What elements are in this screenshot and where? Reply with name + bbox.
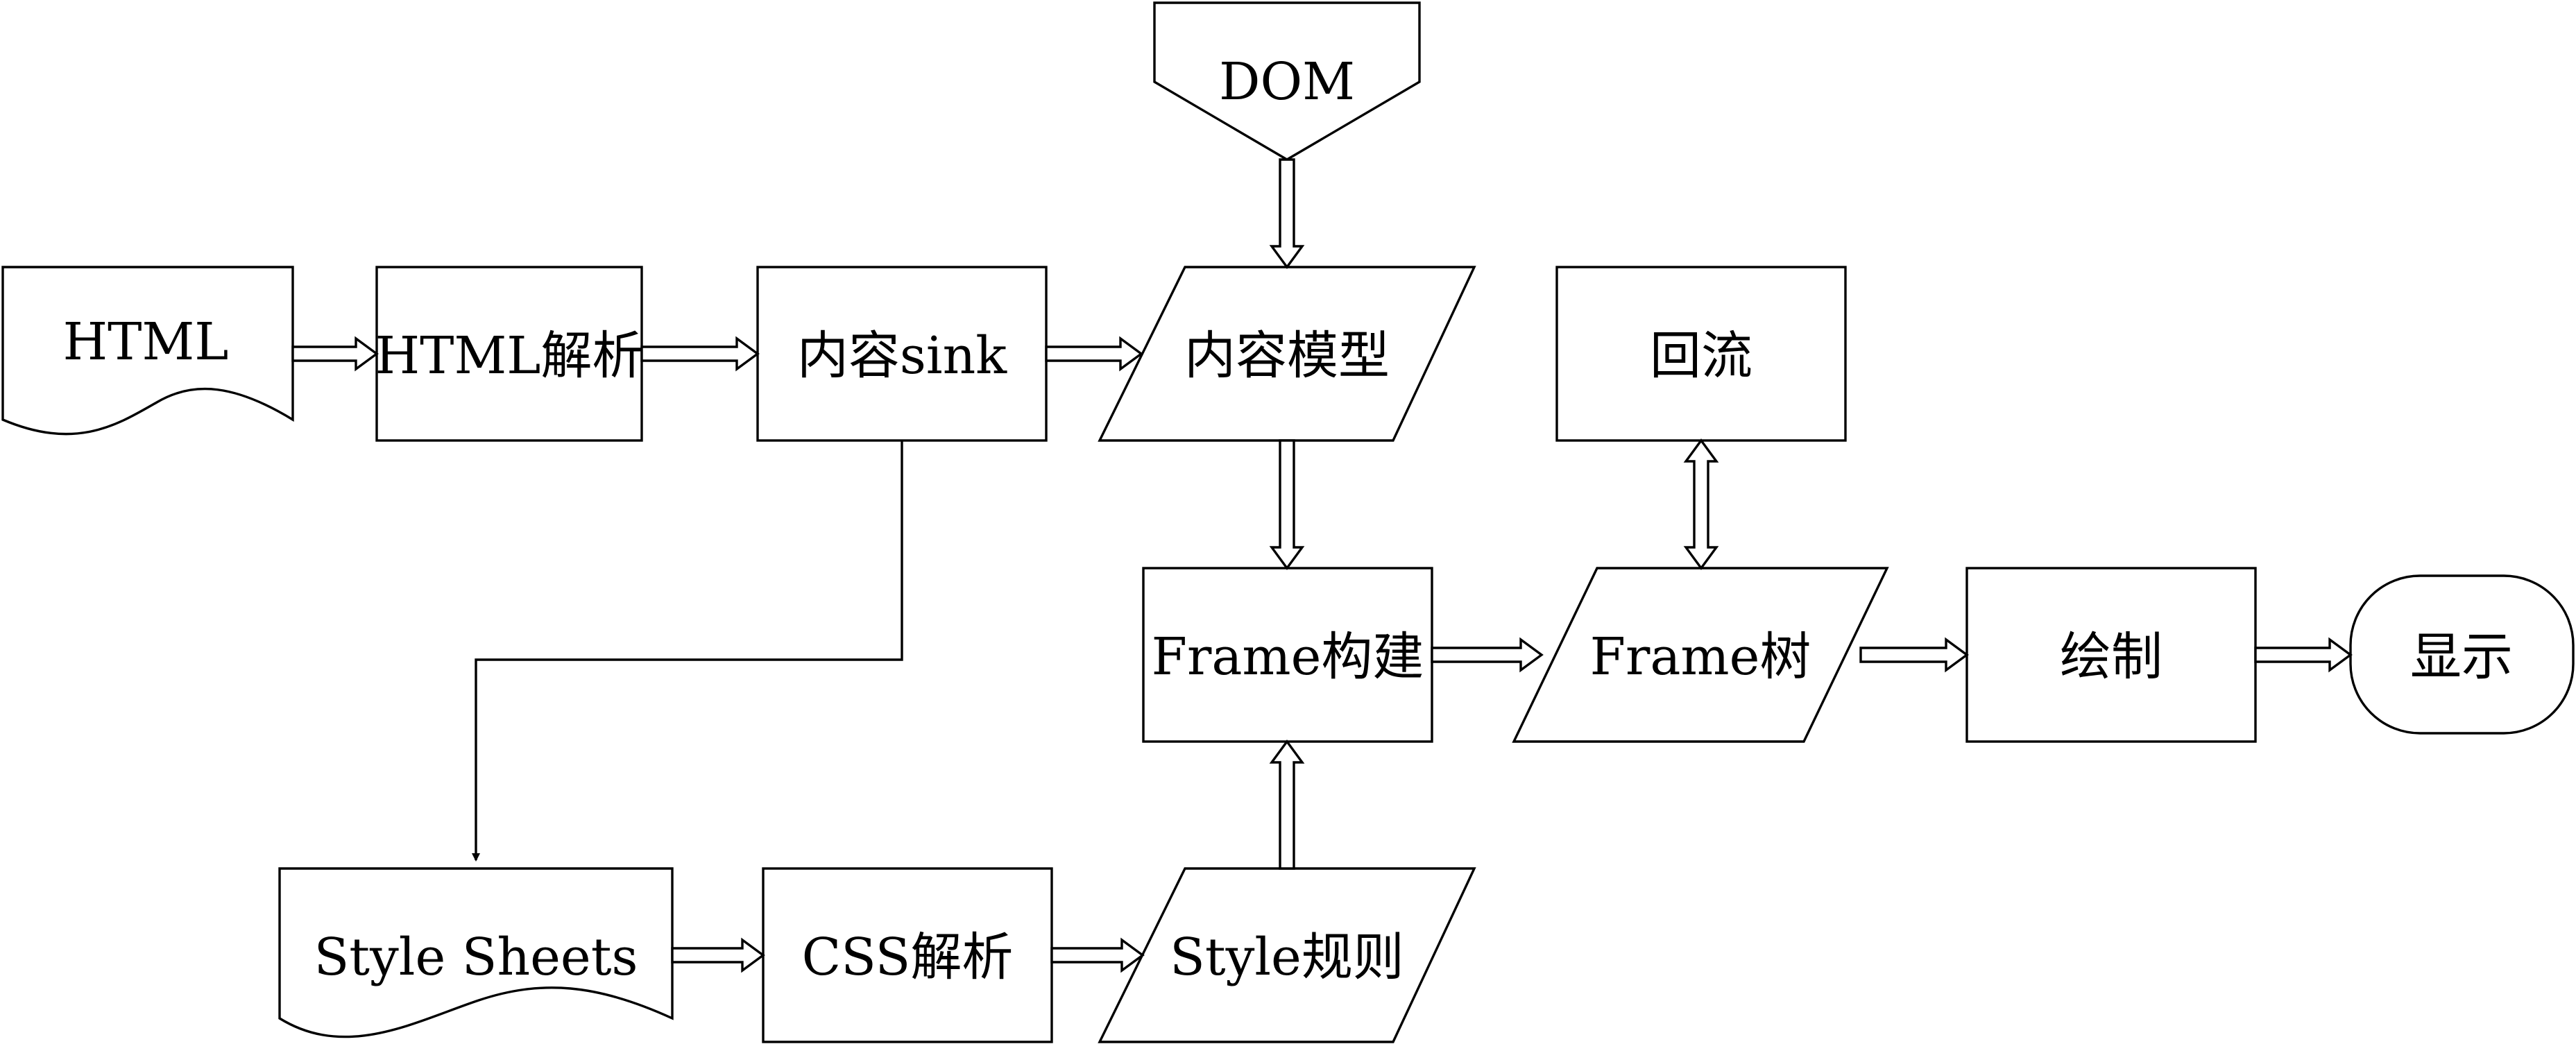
node-reflow: 回流: [1555, 266, 1847, 442]
node-display: 显示: [2349, 574, 2575, 735]
connector-sink-to-stylesheets: [472, 440, 903, 862]
node-dom: DOM: [1153, 1, 1421, 161]
node-frame-build-label: Frame构建: [1152, 627, 1424, 687]
arrow-frame-tree-reflow: [1683, 438, 1719, 570]
arrow-sink-to-model: [1045, 336, 1143, 372]
arrow-paint-to-display: [2254, 637, 2353, 673]
node-css-parse: CSS解析: [762, 867, 1053, 1043]
node-html: HTML: [1, 266, 294, 436]
arrow-frame-build-to-tree: [1431, 637, 1544, 673]
node-content-model-label: 内容模型: [1184, 326, 1390, 386]
node-paint-label: 绘制: [2060, 627, 2163, 687]
node-html-parse-label: HTML解析: [375, 326, 644, 386]
node-frame-tree: Frame树: [1512, 567, 1889, 743]
node-frame-tree-label: Frame树: [1590, 627, 1811, 687]
arrow-frame-tree-to-paint: [1859, 637, 1969, 673]
arrow-parse-to-sink: [640, 336, 760, 372]
node-style-rules-label: Style规则: [1170, 927, 1404, 987]
node-frame-build: Frame构建: [1142, 567, 1433, 743]
node-content-sink-label: 内容sink: [797, 326, 1007, 386]
arrow-stylesheets-to-css-parse: [671, 937, 765, 973]
arrow-style-rules-to-frame-build: [1269, 739, 1305, 870]
node-style-rules: Style规则: [1098, 867, 1476, 1043]
node-style-sheets: Style Sheets: [278, 867, 674, 1038]
node-content-model: 内容模型: [1098, 266, 1476, 442]
arrow-model-to-frame-build: [1269, 439, 1305, 570]
node-reflow-label: 回流: [1650, 326, 1752, 386]
node-html-label: HTML: [63, 312, 229, 372]
node-paint: 绘制: [1965, 567, 2257, 743]
node-display-label: 显示: [2410, 627, 2513, 687]
arrow-dom-to-model: [1269, 158, 1305, 269]
node-css-parse-label: CSS解析: [802, 927, 1014, 987]
node-content-sink: 内容sink: [756, 266, 1048, 442]
arrow-css-parse-to-style-rules: [1050, 937, 1145, 973]
arrow-html-to-parse: [291, 336, 379, 372]
node-style-sheets-label: Style Sheets: [314, 927, 638, 987]
node-html-parse: HTML解析: [375, 266, 644, 442]
node-dom-label: DOM: [1219, 52, 1355, 112]
